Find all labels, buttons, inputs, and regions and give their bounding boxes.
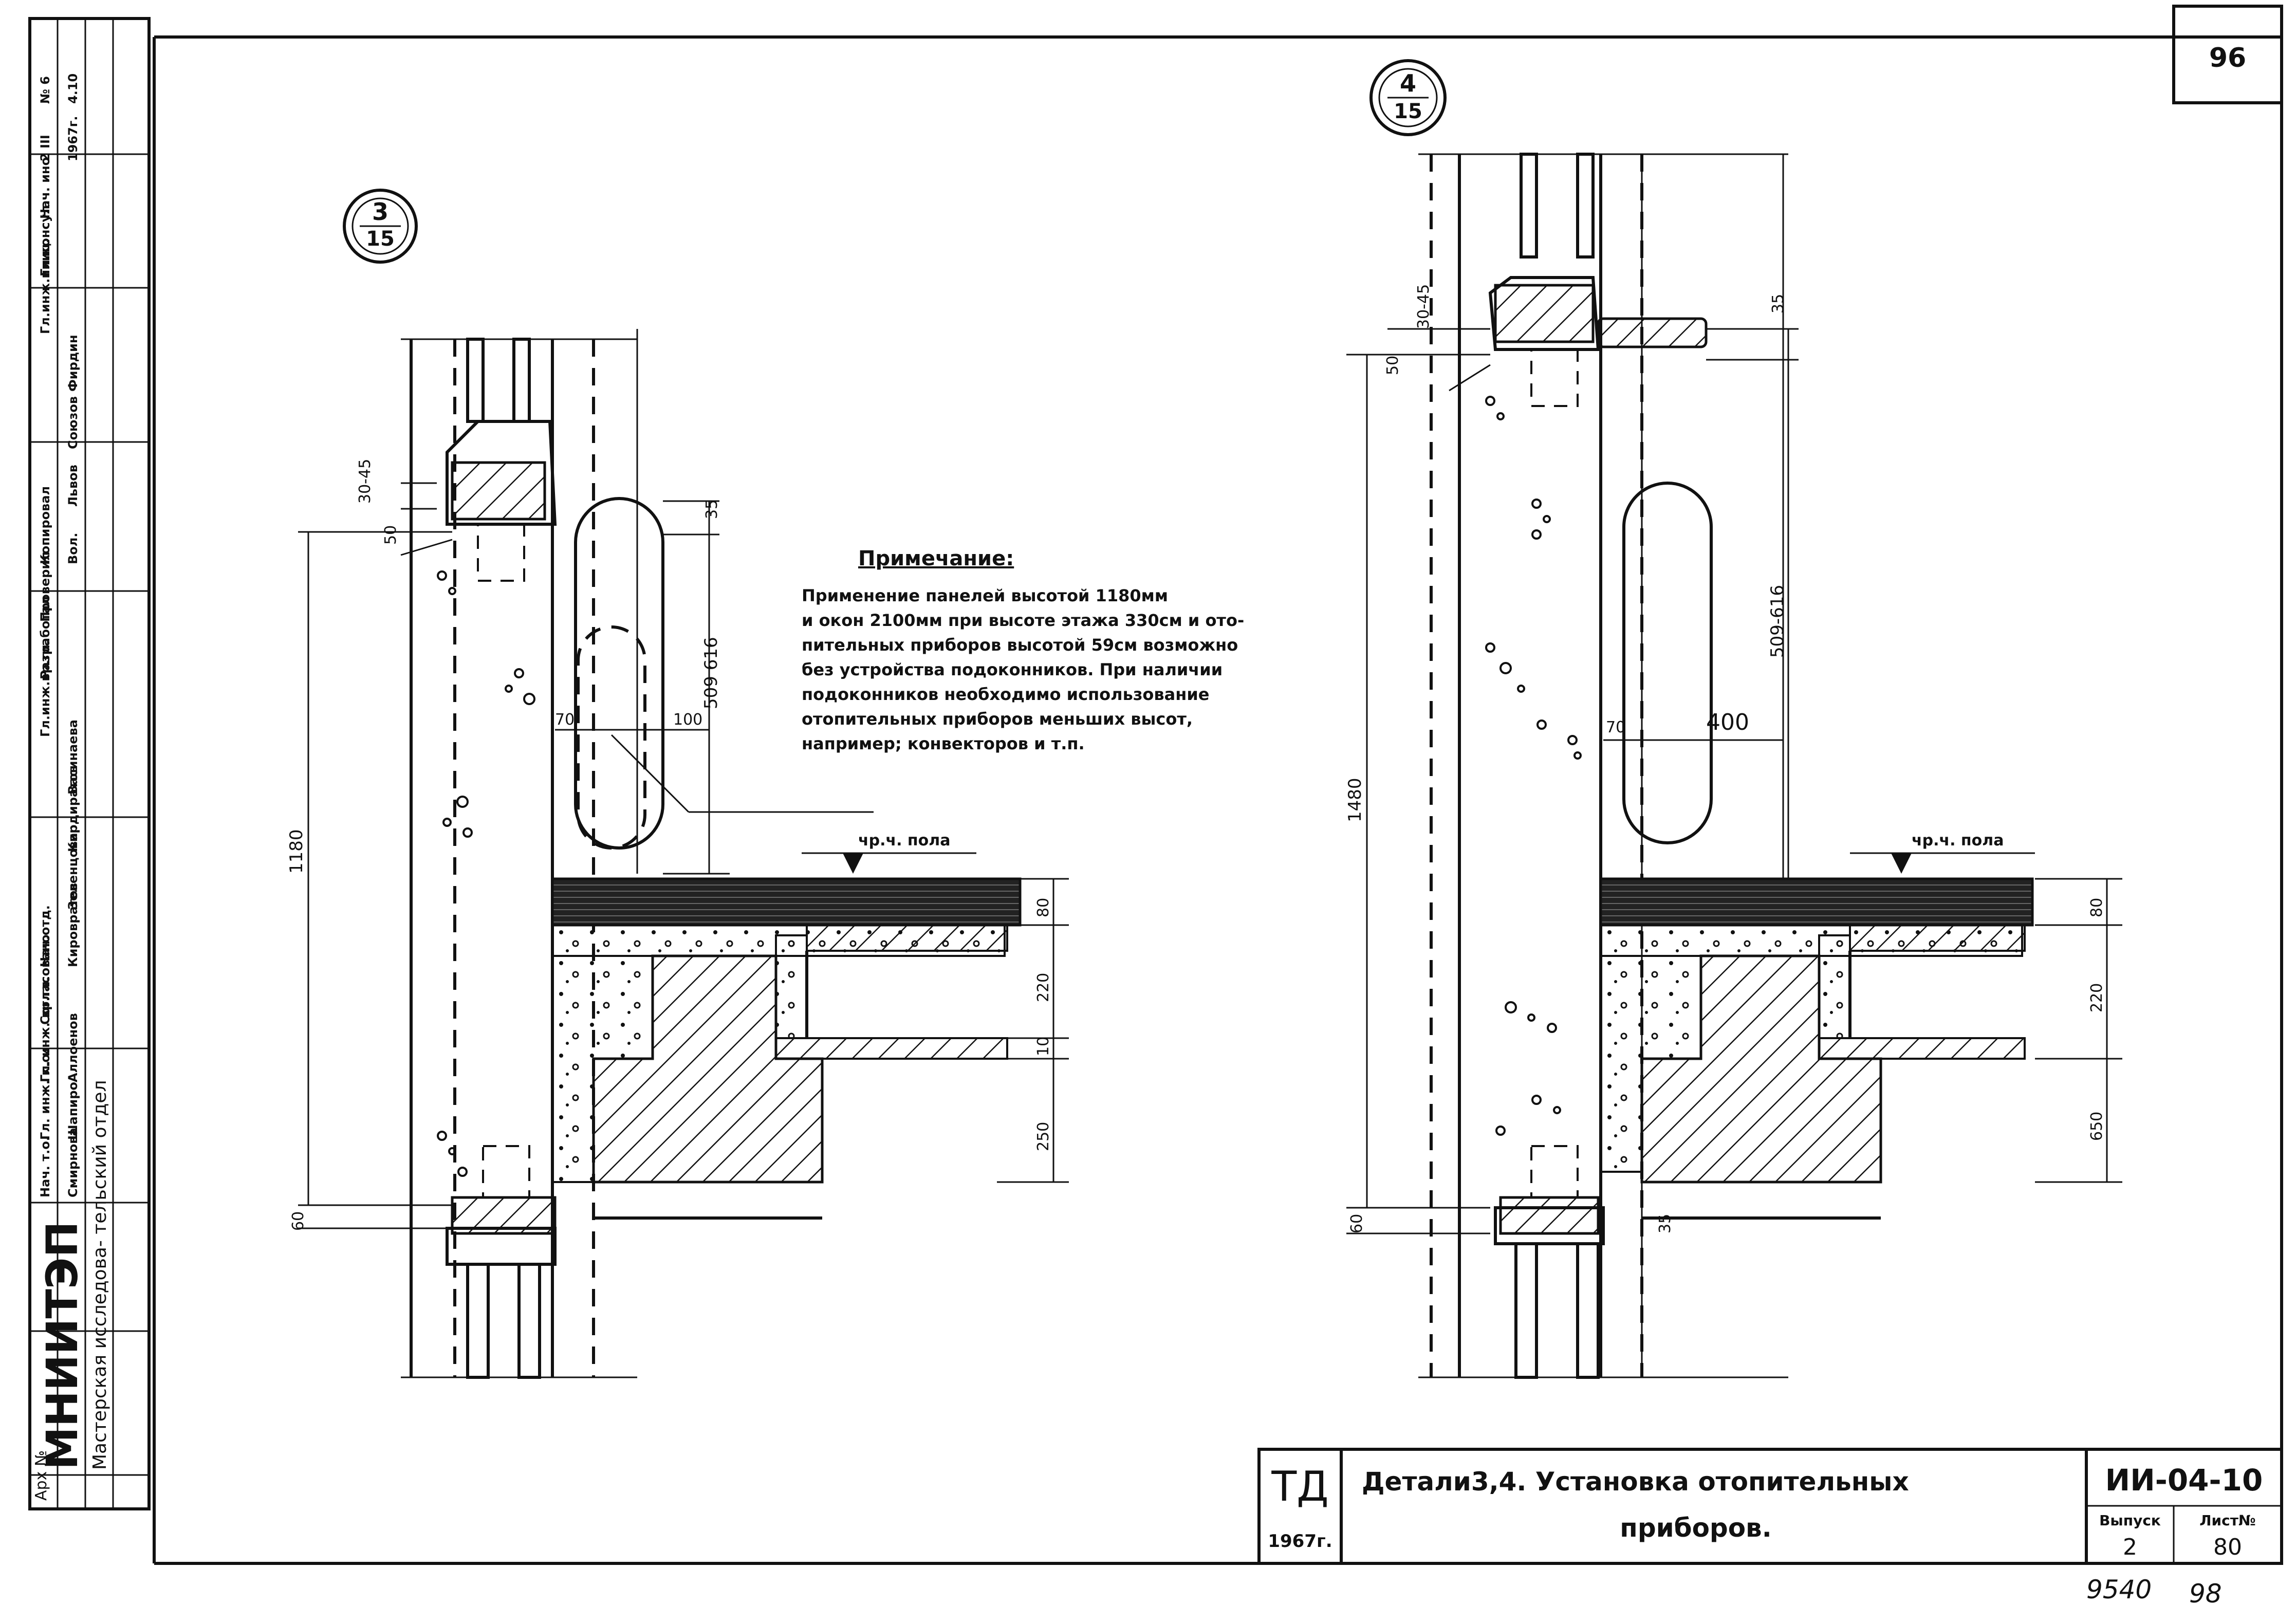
page-number-box: 96 bbox=[2172, 5, 2283, 104]
stamp-dept: Мастерская исследова- тельский отдел bbox=[89, 1080, 110, 1470]
note-heading: Примечание: bbox=[858, 547, 1014, 570]
right-floor-label: чр.ч. пола bbox=[1912, 832, 2004, 850]
stamp-cell: Копировал bbox=[38, 486, 52, 564]
note-line: и окон 2100мм при высоте этажа 330см и о… bbox=[802, 611, 1244, 630]
stamp-cell: Гл. инж. вр.гл. bbox=[38, 976, 52, 1082]
stamp-cell: Васинаева bbox=[66, 720, 80, 795]
stamp-cell: Нач. т.о. bbox=[38, 1136, 52, 1197]
left-dim-100: 100 bbox=[673, 711, 702, 729]
note-line: отопительных приборов меньших высот, bbox=[802, 709, 1193, 729]
stamp-cell: 4.10 bbox=[66, 73, 80, 104]
stamp-cell: Шапиро bbox=[66, 1082, 80, 1140]
stamp-cell: Проверил bbox=[38, 551, 52, 622]
vypusk-label: Выпуск bbox=[2099, 1512, 2161, 1529]
stamp-cell: Гл.инж.иниц. bbox=[38, 238, 52, 334]
right-dim-70: 70 bbox=[1606, 718, 1625, 736]
stamp-cell: Вол. bbox=[66, 533, 80, 564]
left-dim-35: 35 bbox=[703, 500, 721, 519]
right-dim-35: 35 bbox=[1769, 294, 1787, 313]
stamp-cell: Львов bbox=[66, 465, 80, 507]
left-detail: 3 15 bbox=[286, 189, 1069, 1379]
left-floor-label: чр.ч. пола bbox=[858, 832, 950, 850]
stamp-cell: Гл.инж.вр.гл. bbox=[38, 640, 52, 737]
bottom-number-1: 9540 bbox=[2086, 1575, 2152, 1604]
note: Примечание: Применение панелей высотой 1… bbox=[802, 547, 1244, 753]
bottom-number-2: 98 bbox=[2189, 1579, 2222, 1609]
sheet-frame bbox=[153, 6, 2283, 1565]
stamp-rows: Нач. т.о. Смирнова Гл. инж. к.о. Шапиро Гл. … bbox=[38, 73, 80, 1197]
stamp-cell: Смирнова bbox=[66, 1128, 80, 1197]
page-number: 96 bbox=[2209, 43, 2246, 73]
right-detail: 4 15 чр.ч. пола bbox=[1345, 59, 2122, 1379]
left-dim-509-616: 509 616 bbox=[701, 637, 721, 709]
right-dimensions: 1480 30-45 50 35 509-616 70 400 60 80 22… bbox=[1345, 284, 2122, 1234]
stamp-cell: № 6 bbox=[38, 76, 52, 104]
stamp-cell: Нач. ино bbox=[38, 157, 52, 219]
right-dim-60: 60 bbox=[1348, 1214, 1366, 1233]
right-dim-220: 220 bbox=[2088, 983, 2106, 1012]
right-callout: 4 15 bbox=[1369, 59, 1447, 136]
right-dim-50: 50 bbox=[1384, 356, 1402, 375]
note-line: подоконников необходимо использование bbox=[802, 685, 1209, 704]
stamp-column: МНИИТЭП Мастерская исследова- тельский о… bbox=[28, 17, 151, 1510]
right-dim-650: 650 bbox=[2088, 1112, 2106, 1141]
stamp-cell: Аллоенов bbox=[66, 1013, 80, 1082]
left-dim-220: 220 bbox=[1034, 973, 1052, 1002]
left-dim-30-45: 30-45 bbox=[356, 459, 374, 504]
left-dim-10: 10 bbox=[1034, 1037, 1052, 1056]
stamp-cell: Кировратов bbox=[66, 883, 80, 967]
right-dim-509-616: 509-616 bbox=[1767, 585, 1788, 658]
note-line: пительных приборов высотой 59см возможно bbox=[802, 635, 1238, 655]
note-line: без устройства подоконников. При наличии bbox=[802, 660, 1223, 679]
stamp-cell: Согласовано bbox=[38, 934, 52, 1025]
stamp-cell: Союзов bbox=[66, 396, 80, 449]
right-callout-bottom: 15 bbox=[1394, 100, 1422, 123]
stamp-cell: Кирдиратов bbox=[66, 765, 80, 852]
vypusk-value: 2 bbox=[2123, 1534, 2137, 1560]
stamp-org: МНИИТЭП bbox=[37, 1221, 87, 1470]
stamp-cell: Разработал bbox=[38, 596, 52, 679]
left-dim-60: 60 bbox=[289, 1211, 307, 1231]
note-lines: Применение панелей высотой 1180мм и окон … bbox=[802, 586, 1244, 753]
title-line1: Детали3,4. Установка отопительных bbox=[1362, 1467, 1909, 1497]
stamp-cell: Зеленцова bbox=[66, 833, 80, 910]
right-dim-1480: 1480 bbox=[1345, 778, 1365, 822]
left-dimensions: 1180 30-45 50 35 509 616 70 100 60 80 22… bbox=[286, 459, 1069, 1231]
list-label: Лист№ bbox=[2199, 1512, 2255, 1529]
stamp-cell: Нач.отд. bbox=[38, 905, 52, 967]
right-dim-400: 400 bbox=[1706, 709, 1749, 735]
left-callout-top: 3 bbox=[372, 198, 388, 226]
right-dim-35b: 35 bbox=[1656, 1214, 1674, 1233]
left-dim-70: 70 bbox=[555, 711, 575, 729]
right-callout-top: 4 bbox=[1400, 69, 1416, 97]
left-dim-1180: 1180 bbox=[286, 829, 307, 874]
stamp-cell: 1967г. bbox=[66, 116, 80, 161]
stamp-cell: Фирдин bbox=[66, 335, 80, 392]
title-year: 1967г. bbox=[1268, 1531, 1332, 1552]
title-td: ТД bbox=[1271, 1463, 1328, 1510]
left-dim-50: 50 bbox=[382, 525, 400, 545]
stamp-cell: Гл. инж. к.о. bbox=[38, 1049, 52, 1140]
stamp-cell: Гл.консул. bbox=[38, 200, 52, 276]
right-dim-30-45: 30-45 bbox=[1415, 284, 1433, 329]
left-dim-250: 250 bbox=[1034, 1122, 1052, 1151]
note-line: например; конвекторов и т.п. bbox=[802, 734, 1085, 753]
stamp-cell: 2 III bbox=[38, 135, 52, 161]
stamp-arch: Арх № bbox=[32, 1450, 50, 1501]
left-dim-80: 80 bbox=[1034, 898, 1052, 917]
right-dim-80: 80 bbox=[2088, 898, 2106, 917]
left-callout: 3 15 bbox=[343, 189, 418, 264]
note-line: Применение панелей высотой 1180мм bbox=[802, 586, 1168, 605]
left-callout-bottom: 15 bbox=[366, 227, 395, 251]
sheet-code: ИИ-04-10 bbox=[2105, 1463, 2263, 1498]
list-value: 80 bbox=[2213, 1534, 2242, 1560]
title-block: ТД 1967г. Детали3,4. Установка отопитель… bbox=[1257, 1448, 2283, 1565]
title-line2: приборов. bbox=[1620, 1513, 1771, 1543]
